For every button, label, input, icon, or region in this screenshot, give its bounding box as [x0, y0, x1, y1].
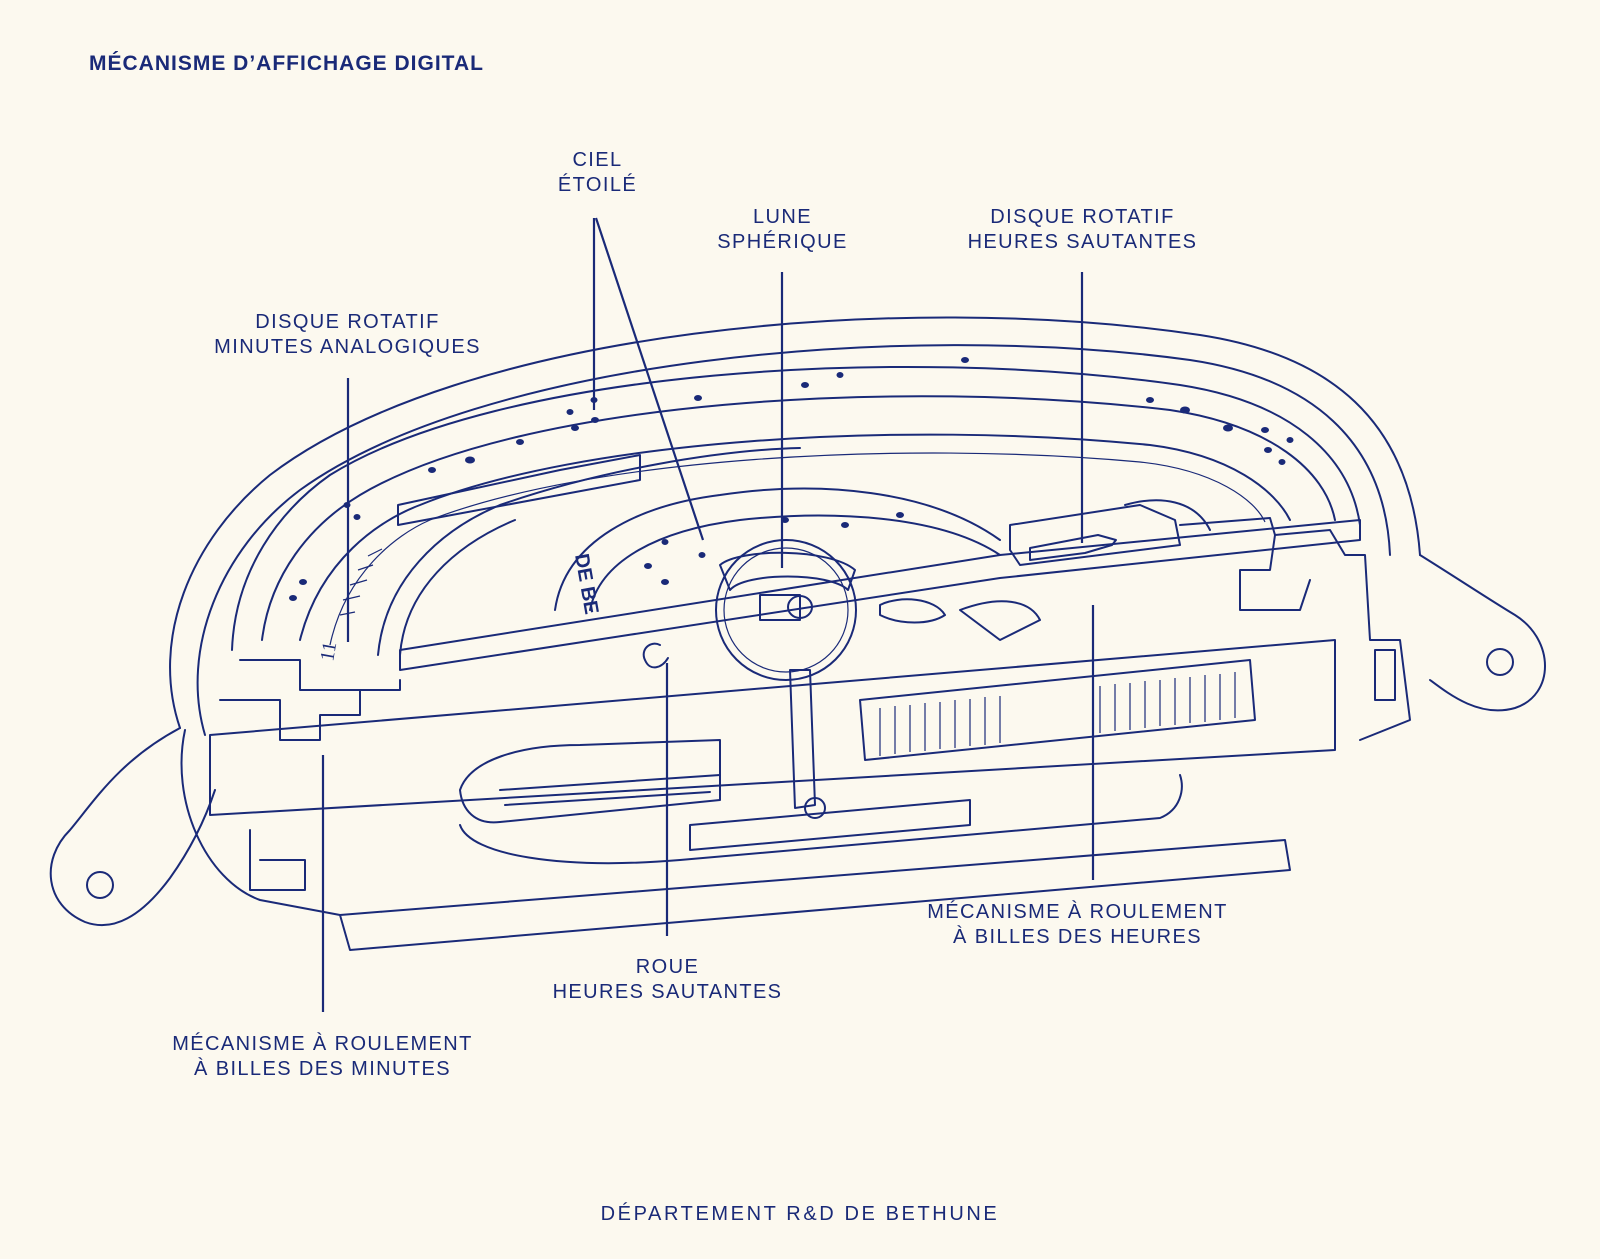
barrel-spring: [859, 659, 1256, 761]
label-roue-heures-sautantes: ROUE HEURES SAUTANTES: [552, 956, 783, 1003]
case-bezel: [169, 316, 1421, 736]
minute-disc: 11: [316, 447, 801, 663]
right-lug: [1419, 554, 1546, 712]
label-disque-minutes-analogiques: DISQUE ROTATIF MINUTES ANALOGIQUES: [214, 311, 481, 358]
label-lune-spherique: LUNE SPHÉRIQUE: [717, 206, 848, 253]
label-disque-heures-sautantes: DISQUE ROTATIF HEURES SAUTANTES: [967, 206, 1198, 253]
leader-lines: [321, 217, 1095, 1012]
left-lug: [49, 727, 216, 927]
label-roulement-heures: MÉCANISME À ROULEMENT À BILLES DES HEURE…: [927, 901, 1228, 948]
starry-sky-dots: [289, 357, 1294, 601]
movement-plates: [209, 517, 1411, 891]
label-ciel-etoile: CIEL ÉTOILÉ: [557, 149, 638, 196]
hour-disc: [1009, 499, 1211, 566]
dial-engraving: DE BE: [570, 552, 602, 616]
case-back: [180, 729, 1291, 951]
moon-sphere: [715, 539, 857, 681]
leader-ciel-2: [594, 217, 705, 541]
label-roulement-minutes: MÉCANISME À ROULEMENT À BILLES DES MINUT…: [172, 1033, 473, 1080]
svg-text:11: 11: [316, 640, 341, 663]
diagram-title: MÉCANISME D’AFFICHAGE DIGITAL: [89, 52, 484, 75]
footer-credit: DÉPARTEMENT R&D DE BETHUNE: [600, 1203, 1000, 1225]
wheel-train: [459, 598, 1041, 824]
